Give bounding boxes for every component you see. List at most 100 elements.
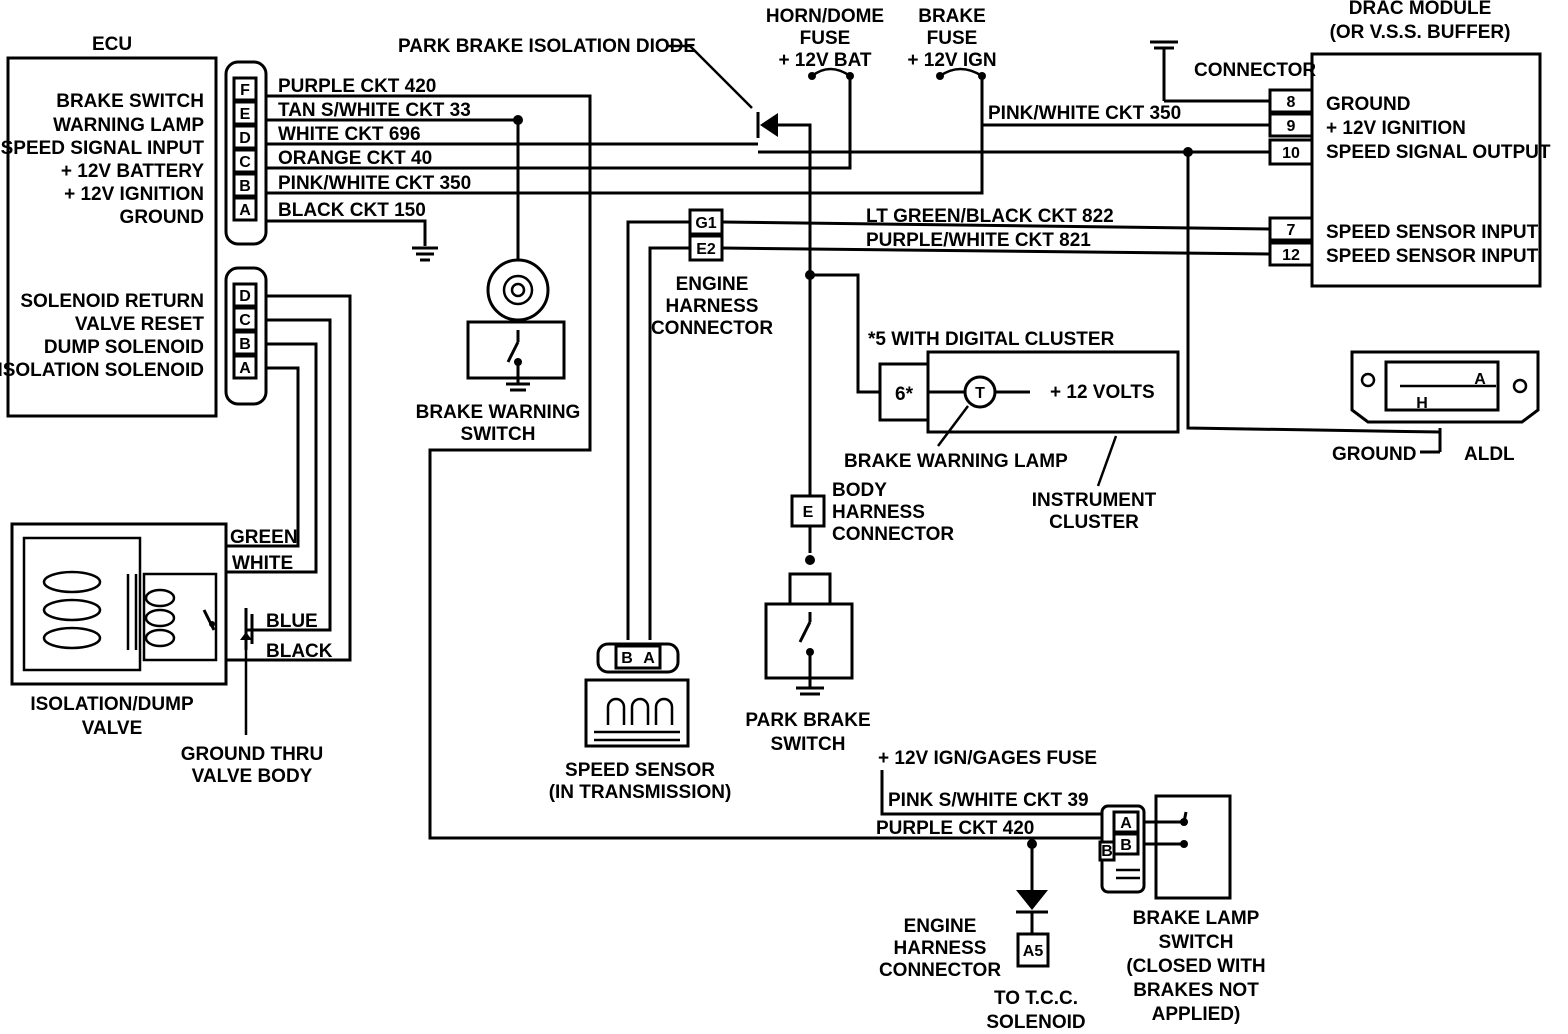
- connector-pin: [232, 354, 258, 380]
- diode-symbol: [760, 113, 778, 137]
- connector-pin: [232, 76, 258, 102]
- component-label: CONNECTOR: [879, 960, 1001, 981]
- ecu-input-label: BRAKE SWITCH: [56, 91, 204, 112]
- pin-label: B: [239, 336, 251, 353]
- pin-label: B: [1120, 837, 1132, 854]
- cluster-pin: 6*: [895, 384, 914, 405]
- connector-pin: [232, 196, 258, 222]
- ecu-input-label: SPEED SIGNAL INPUT: [1, 138, 205, 159]
- ecu-title: ECU: [92, 34, 132, 55]
- ecu-input-label: GROUND: [120, 207, 204, 228]
- pin-label: A: [1120, 815, 1132, 832]
- component-label: CONNECTOR: [832, 524, 954, 545]
- pin-label: B: [621, 650, 633, 667]
- fuse-label: + 12V IGN: [907, 50, 996, 71]
- aldl-pin: H: [1416, 395, 1428, 412]
- component-label: (CLOSED WITH: [1126, 956, 1265, 977]
- wire-label: GREEN: [230, 527, 298, 548]
- ecu-wires: [266, 76, 1108, 840]
- brake-lamp-switch: A B B BRAKE LAMP SWITCH (CLOSED WITH BRA…: [1098, 794, 1266, 1025]
- horn-dome-fuse: HORN/DOME FUSE + 12V BAT: [766, 6, 884, 80]
- component-label: BODY: [832, 480, 887, 501]
- drac-box: [1310, 52, 1542, 288]
- drac-pin-label: + 12V IGNITION: [1326, 118, 1466, 139]
- fuse-label: FUSE: [927, 28, 978, 49]
- ecu-input-label: + 12V BATTERY: [61, 161, 204, 182]
- ecu-output-label: SOLENOID RETURN: [20, 291, 204, 312]
- component-label: HARNESS: [832, 502, 925, 523]
- diode-label: PARK BRAKE ISOLATION DIODE: [398, 36, 696, 57]
- e2-pin: [688, 234, 724, 262]
- connector-pin: [232, 330, 258, 356]
- wire-black-150: [266, 219, 427, 246]
- ecu-box: [6, 56, 218, 418]
- svg-text:T: T: [975, 385, 985, 402]
- component-label: SWITCH: [461, 424, 536, 445]
- park-brake-isolation-diode: PARK BRAKE ISOLATION DIODE: [398, 36, 810, 138]
- aldl-label: ALDL: [1464, 444, 1515, 465]
- ecu-output-label: VALVE RESET: [75, 314, 205, 335]
- brake-fuse: BRAKE FUSE + 12V IGN: [907, 6, 997, 80]
- wire-g1-sensor: [626, 220, 690, 640]
- wire-valve-green: [226, 366, 300, 548]
- wire-e2-sensor: [648, 246, 690, 640]
- wire-label: PINK/WHITE CKT 350: [988, 103, 1181, 124]
- connector-pin: [232, 148, 258, 174]
- connector-pin: [232, 172, 258, 198]
- wire-orange-40: [266, 76, 852, 170]
- component-label: SPEED SENSOR: [565, 760, 715, 781]
- component-label: VALVE: [82, 718, 143, 739]
- wire-pink-350: [266, 76, 984, 195]
- component-label: ENGINE: [904, 916, 977, 937]
- drac-pin-label: SPEED SENSOR INPUT: [1326, 222, 1539, 243]
- component-label: BRAKE LAMP: [1133, 908, 1260, 929]
- tcc-branch: A5 ENGINE HARNESS CONNECTOR TO T.C.C. SO…: [879, 844, 1086, 1033]
- wire-speed-aldl: [1186, 152, 1441, 434]
- wire-valve-blue: [246, 318, 332, 632]
- component-label: HARNESS: [894, 938, 987, 959]
- aldl-ground-label: GROUND: [1332, 444, 1416, 465]
- ecu-output-label: DUMP SOLENOID: [44, 337, 204, 358]
- wire-label: PINK S/WHITE CKT 39: [888, 790, 1089, 811]
- fuse-label: HORN/DOME: [766, 6, 884, 27]
- ecu: ECU BRAKE SWITCH WARNING LAMP SPEED SIGN…: [0, 34, 218, 418]
- component-label: ISOLATION/DUMP: [30, 694, 194, 715]
- speed-sensor: B A SPEED SENSOR (IN TRANSMISSION): [549, 642, 731, 803]
- connector-pin: [232, 282, 258, 308]
- wire-valve-white: [226, 342, 318, 574]
- drac-pin-number: 7: [1287, 222, 1296, 239]
- component-label: GROUND THRU: [181, 744, 324, 765]
- connector-pin: [232, 100, 258, 126]
- pin-label: C: [239, 154, 251, 171]
- pin-label: C: [239, 312, 251, 329]
- leader-line: [1096, 435, 1118, 487]
- pin-label: A: [239, 202, 251, 219]
- ecu-connector-1: F E D C B A: [224, 60, 268, 246]
- drac-module: DRAC MODULE (OR V.S.S. BUFFER) CONNECTOR…: [1150, 0, 1551, 288]
- component-label: SOLENOID: [986, 1012, 1085, 1033]
- component-label: TO T.C.C.: [994, 988, 1078, 1009]
- wire-label: PINK/WHITE CKT 350: [278, 173, 471, 194]
- pin-label: B: [239, 178, 251, 195]
- component-label: SWITCH: [771, 734, 846, 755]
- isolation-dump-valve: ISOLATION/DUMP VALVE: [10, 522, 228, 739]
- body-harness-connector: E BODY HARNESS CONNECTOR: [790, 480, 954, 545]
- component-label: BRAKES NOT: [1133, 980, 1259, 1001]
- drac-pin-number: 9: [1287, 118, 1296, 135]
- ground-symbol: [412, 246, 438, 262]
- ecu-connector-2: D C B A: [224, 266, 268, 406]
- drac-pin-label: SPEED SENSOR INPUT: [1326, 246, 1539, 267]
- pin-label: B: [1101, 843, 1113, 860]
- connector-pin: [232, 306, 258, 332]
- connector-pin: [232, 124, 258, 150]
- diode-symbol: [1016, 890, 1048, 910]
- cluster-note: *5 WITH DIGITAL CLUSTER: [868, 329, 1115, 350]
- leader-line: [668, 44, 753, 109]
- park-brake-switch: PARK BRAKE SWITCH: [745, 555, 871, 755]
- wire-valve-black: [226, 294, 352, 662]
- instrument-cluster: *5 WITH DIGITAL CLUSTER 6* T + 12 VOLTS …: [844, 329, 1180, 533]
- drac-pin: [1268, 112, 1314, 138]
- component-label: INSTRUMENT: [1032, 490, 1157, 511]
- pin-label: G1: [695, 215, 716, 232]
- aldl-connector: A H GROUND ALDL: [1332, 350, 1540, 465]
